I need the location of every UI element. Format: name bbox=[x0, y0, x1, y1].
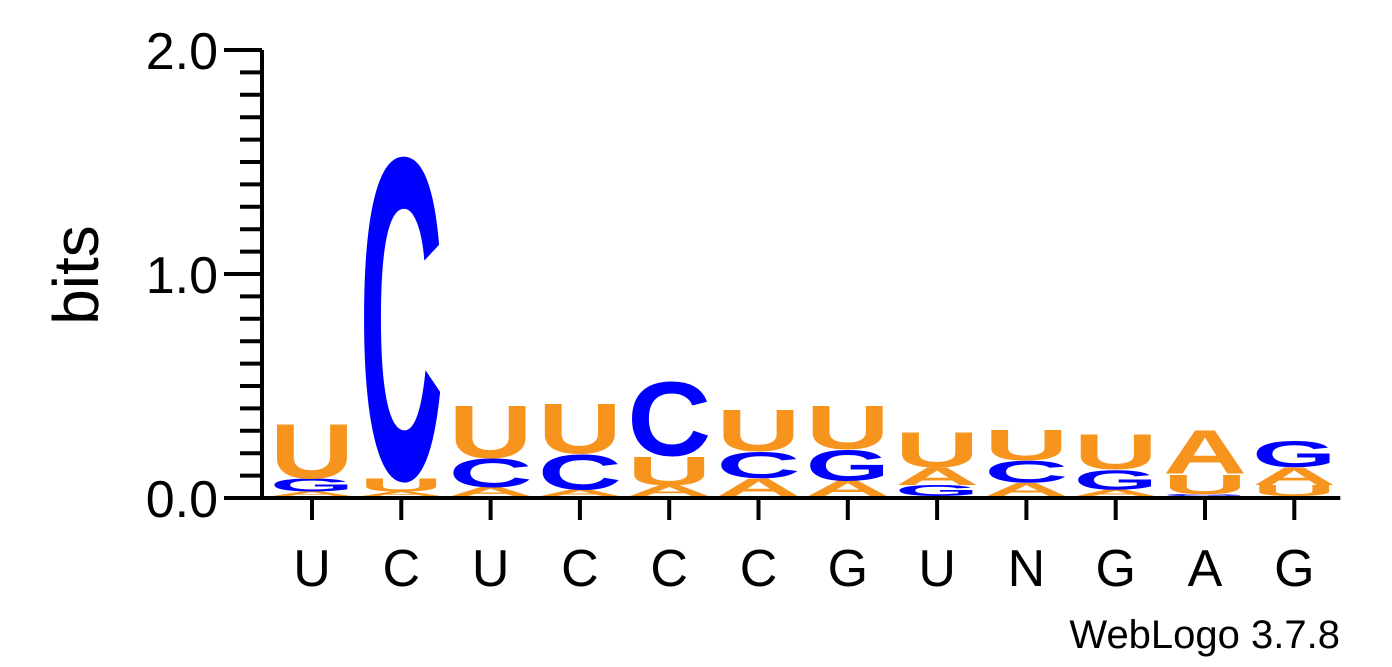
consensus-label: G bbox=[1274, 540, 1314, 598]
y-tick-label: 1.0 bbox=[146, 247, 218, 305]
consensus-label: A bbox=[1188, 540, 1223, 598]
logo-letter: G bbox=[1252, 434, 1336, 476]
logo-letter: C bbox=[359, 63, 443, 577]
consensus-label: C bbox=[561, 540, 599, 598]
weblogo-credit: WebLogo 3.7.8 bbox=[1069, 613, 1340, 657]
logo-stack: AUC bbox=[627, 360, 711, 500]
logo-letter: A bbox=[449, 485, 533, 499]
logo-letter: U bbox=[270, 407, 354, 494]
logo-stack: ACU bbox=[717, 397, 801, 501]
logo-letter: G bbox=[1074, 464, 1158, 495]
consensus-label: U bbox=[293, 540, 331, 598]
consensus-label: N bbox=[1008, 540, 1046, 598]
logo-letter: U bbox=[895, 422, 979, 478]
logo-letter: A bbox=[627, 482, 711, 499]
logo-letter: C bbox=[627, 360, 711, 479]
logo-letter: G bbox=[1163, 493, 1247, 496]
consensus-label: C bbox=[740, 540, 778, 598]
logo-stack: GAU bbox=[895, 422, 979, 500]
consensus-label: C bbox=[383, 540, 421, 598]
logo-letter: A bbox=[359, 490, 443, 497]
logo-letter: G bbox=[806, 441, 890, 490]
y-tick-label: 0.0 bbox=[146, 471, 218, 529]
logo-letter: U bbox=[984, 420, 1068, 469]
logo-stack: AUC bbox=[359, 63, 443, 577]
consensus-label: U bbox=[918, 540, 956, 598]
logo-letter: C bbox=[984, 455, 1068, 490]
logo-letter: U bbox=[717, 397, 801, 464]
consensus-label: C bbox=[650, 540, 688, 598]
logo-letter: A bbox=[538, 488, 622, 498]
logo-letter: U bbox=[627, 449, 711, 494]
logo-letter: G bbox=[895, 482, 979, 499]
logo-letter: U bbox=[806, 393, 890, 462]
logo-stack: AGU bbox=[1074, 424, 1158, 498]
logo-stack: AGU bbox=[806, 393, 890, 501]
logo-letter: U bbox=[1252, 482, 1336, 499]
logo-letter: C bbox=[538, 444, 622, 500]
logo-letter: A bbox=[1074, 488, 1158, 498]
logo-stack: ACU bbox=[538, 390, 622, 500]
logo-letter: A bbox=[984, 479, 1068, 500]
logo-letter: U bbox=[1074, 424, 1158, 480]
logo-stack: AGU bbox=[270, 407, 354, 497]
logo-stack: GUA bbox=[1163, 418, 1247, 500]
y-axis-title: bits bbox=[40, 225, 112, 325]
y-tick-label: 2.0 bbox=[146, 23, 218, 81]
logo-letter: U bbox=[359, 475, 443, 496]
logo-stack: ACU bbox=[984, 420, 1068, 500]
logo-letter: U bbox=[449, 391, 533, 474]
logo-letter: A bbox=[1163, 418, 1247, 487]
consensus-label: G bbox=[828, 540, 868, 598]
logo-letter: U bbox=[1163, 468, 1247, 499]
logo-letter: G bbox=[270, 475, 354, 496]
y-axis: 0.0 1.0 2.0 bbox=[146, 23, 264, 529]
logo-letter: C bbox=[717, 445, 801, 486]
consensus-label: U bbox=[472, 540, 510, 598]
logo-letter: C bbox=[449, 451, 533, 496]
logo-stack: UAG bbox=[1252, 434, 1336, 500]
logo-letter: A bbox=[895, 462, 979, 490]
logo-letter: U bbox=[538, 390, 622, 469]
consensus-label: G bbox=[1095, 540, 1135, 598]
logo-letter: A bbox=[1252, 462, 1336, 490]
logo-stack: ACU bbox=[449, 391, 533, 499]
logo-letter: A bbox=[270, 490, 354, 497]
